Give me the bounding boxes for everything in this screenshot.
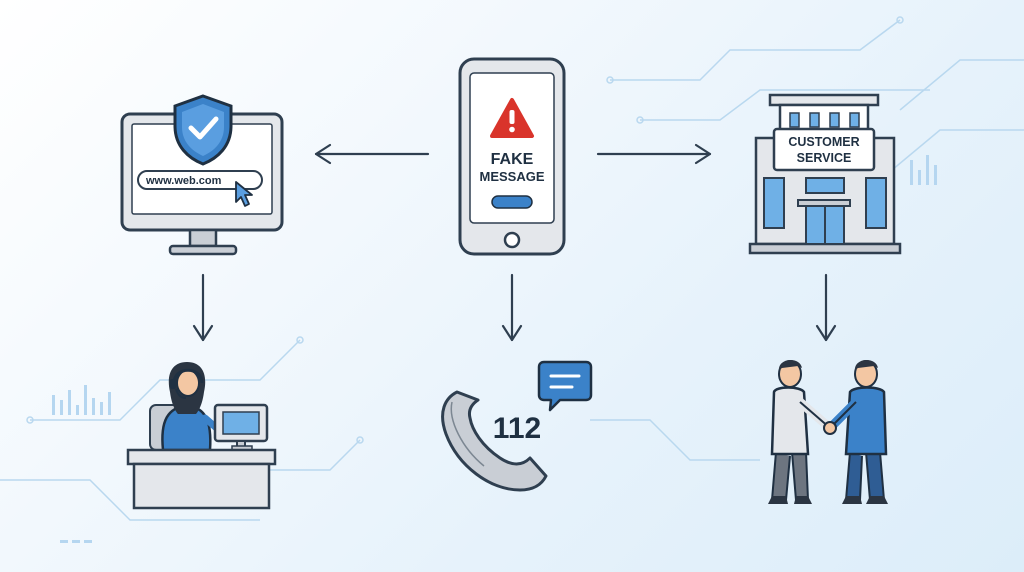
cursor-icon bbox=[235, 181, 253, 207]
handshake-icon bbox=[823, 421, 837, 435]
url-bar bbox=[137, 170, 263, 190]
call-center-agent-illustration bbox=[126, 362, 277, 510]
phone-action-pill bbox=[491, 195, 533, 209]
arrow-computer-to-agent bbox=[192, 273, 214, 342]
message-label: MESSAGE bbox=[479, 169, 544, 184]
fake-label: FAKE bbox=[491, 151, 534, 168]
computer-illustration bbox=[120, 94, 284, 256]
flow-arrows bbox=[192, 143, 837, 342]
bar-decoration bbox=[52, 155, 937, 543]
desk bbox=[126, 448, 277, 466]
url-text: www.web.com bbox=[145, 175, 222, 187]
sign-line-service: SERVICE bbox=[797, 151, 852, 165]
circuit-decoration bbox=[0, 16, 1024, 521]
building-illustration bbox=[748, 93, 902, 255]
emergency-number: 112 bbox=[493, 412, 541, 445]
home-button bbox=[503, 231, 521, 249]
phone-handset-icon bbox=[441, 390, 548, 492]
emergency-call-illustration bbox=[441, 360, 593, 492]
sign-line-customer: CUSTOMER bbox=[788, 135, 859, 149]
arrow-phone-to-computer bbox=[314, 143, 430, 165]
arrow-phone-to-call bbox=[501, 273, 523, 342]
arrow-building-to-handshake bbox=[815, 273, 837, 342]
handshake-illustration bbox=[768, 359, 888, 504]
phone-illustration bbox=[458, 57, 566, 256]
checkmark-icon bbox=[188, 116, 219, 140]
arrow-phone-to-building bbox=[596, 143, 712, 165]
building-sign bbox=[772, 127, 876, 172]
